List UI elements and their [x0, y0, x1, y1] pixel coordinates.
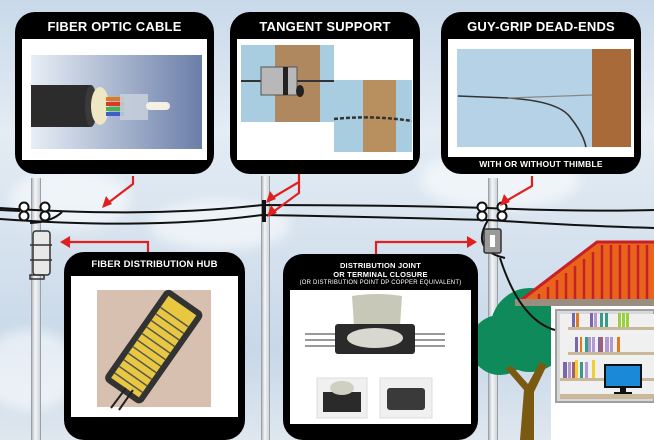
panel-title: GUY-GRIP DEAD-ENDS [467, 19, 615, 34]
house [551, 306, 654, 440]
panel-subtitle: (OR DISTRIBUTION POINT DP COPPER EQUIVAL… [299, 280, 462, 286]
panel-caption: WITH OR WITHOUT THIMBLE [479, 159, 603, 169]
panel-title: FIBER DISTRIBUTION HUB [91, 259, 218, 270]
panel-title: FIBER OPTIC CABLE [47, 19, 182, 34]
tree [470, 288, 570, 440]
distribution-hub-image [97, 289, 211, 411]
panel-distribution-joint: DISTRIBUTION JOINT OR TERMINAL CLOSURE (… [283, 254, 478, 440]
pointer-arrows [66, 172, 534, 254]
aerial-wires [0, 203, 654, 331]
tangent-support-image [241, 45, 413, 152]
utility-pole-left [31, 178, 41, 440]
arrow-closure [374, 240, 470, 254]
panel-title-line2: OR TERMINAL CLOSURE [333, 270, 428, 279]
guy-grip-image [457, 49, 631, 148]
panel-title-line1: DISTRIBUTION JOINT [339, 261, 422, 270]
panel-tangent-support: TANGENT SUPPORT [230, 12, 420, 174]
arrow-tangent-1 [271, 172, 301, 199]
arrow-guy-grip [505, 176, 534, 202]
fiber-cable-image [31, 55, 202, 149]
pole-insulators [18, 201, 508, 222]
fiber-hub-box [29, 230, 52, 280]
terminal-closure-box [483, 228, 502, 254]
panel-fiber-optic-cable: FIBER OPTIC CABLE [15, 12, 214, 174]
panel-guy-grip-dead-ends: GUY-GRIP DEAD-ENDS WITH OR WITHOUT THIMB… [441, 12, 641, 174]
house-roof [515, 240, 654, 306]
panel-fiber-distribution-hub: FIBER DISTRIBUTION HUB [64, 252, 245, 440]
panel-title: TANGENT SUPPORT [259, 19, 391, 34]
arrow-cable [107, 176, 135, 204]
computer-monitor [604, 364, 642, 394]
arrow-hub [66, 240, 150, 252]
arrow-tangent-2 [272, 182, 301, 213]
utility-pole-middle [261, 176, 270, 440]
tangent-clamp [262, 200, 266, 222]
terminal-closure-image [305, 294, 445, 419]
